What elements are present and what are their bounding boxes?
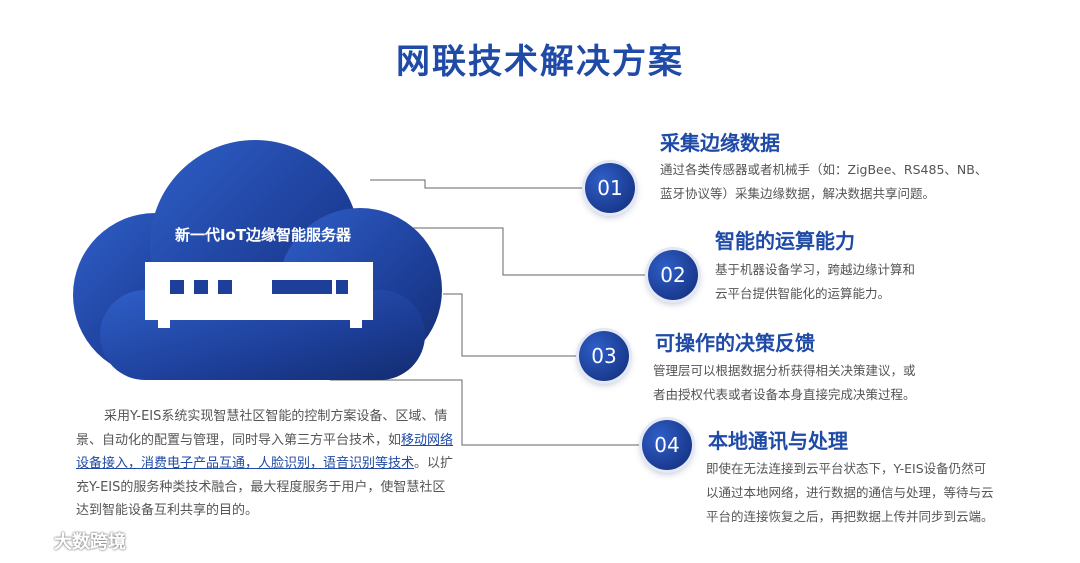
step-desc-line: 通过各类传感器或者机械手（如：ZigBee、RS485、NB、 [660, 162, 988, 177]
step-desc-line: 云平台提供智能化的运算能力。 [715, 286, 891, 301]
server-icon [145, 262, 373, 328]
step-desc-line: 即使在无法连接到云平台状态下，Y-EIS设备仍然可 [706, 461, 987, 476]
watermark: 大数跨境 [10, 528, 126, 554]
step-desc-line: 基于机器设备学习，跨越边缘计算和 [715, 262, 916, 277]
step-desc-02: 基于机器设备学习，跨越边缘计算和 云平台提供智能化的运算能力。 [715, 258, 915, 306]
connector-04 [330, 379, 644, 446]
step-heading-02: 智能的运算能力 [715, 229, 855, 253]
step-desc-line: 平台的连接恢复之后，再把数据上传并同步到云端。 [706, 509, 994, 524]
connector-02 [350, 227, 650, 276]
step-heading-04: 本地通讯与处理 [708, 429, 848, 453]
paragraph-text-2: 。以扩充Y-EIS的服务种类技术融合，最大程度服务于用户，使智慧社区达到智能设备… [76, 456, 454, 518]
step-desc-line: 管理层可以根据数据分析获得相关决策建议，或 [653, 363, 916, 378]
cloud-label: 新一代IoT边缘智能服务器 [174, 226, 352, 244]
tech-link[interactable]: 移动网络设备接入，消费电子产品互通，人脸识别，语音识别等技术 [76, 432, 454, 472]
watermark-text: 大数跨境 [54, 532, 126, 553]
step-number-01: 01 [585, 163, 635, 213]
step-number-03: 03 [579, 331, 629, 381]
paragraph-text-1: 采用Y-EIS系统实现智慧社区智能的控制方案设备、区域、情景、自动化的配置与管理… [76, 409, 448, 448]
step-desc-04: 即使在无法连接到云平台状态下，Y-EIS设备仍然可 以通过本地网络，进行数据的通… [706, 457, 994, 529]
connector-01 [370, 179, 586, 189]
step-number-04: 04 [642, 420, 692, 470]
step-desc-line: 者由授权代表或者设备本身直接完成决策过程。 [653, 387, 916, 402]
step-desc-01: 通过各类传感器或者机械手（如：ZigBee、RS485、NB、 蓝牙协议等）采集… [660, 158, 987, 206]
page-title: 网联技术解决方案 [396, 42, 684, 82]
step-heading-03: 可操作的决策反馈 [655, 331, 815, 355]
description-paragraph: 采用Y-EIS系统实现智慧社区智能的控制方案设备、区域、情景、自动化的配置与管理… [76, 405, 456, 523]
step-desc-line: 以通过本地网络，进行数据的通信与处理，等待与云 [706, 485, 994, 500]
step-desc-line: 蓝牙协议等）采集边缘数据，解决数据共享问题。 [660, 186, 936, 201]
watermark-logo-icon [10, 532, 48, 550]
step-heading-01: 采集边缘数据 [660, 131, 780, 155]
cloud-graphic [60, 140, 460, 390]
step-desc-03: 管理层可以根据数据分析获得相关决策建议，或 者由授权代表或者设备本身直接完成决策… [653, 359, 916, 407]
step-number-02: 02 [648, 250, 698, 300]
connector-03 [443, 293, 582, 357]
